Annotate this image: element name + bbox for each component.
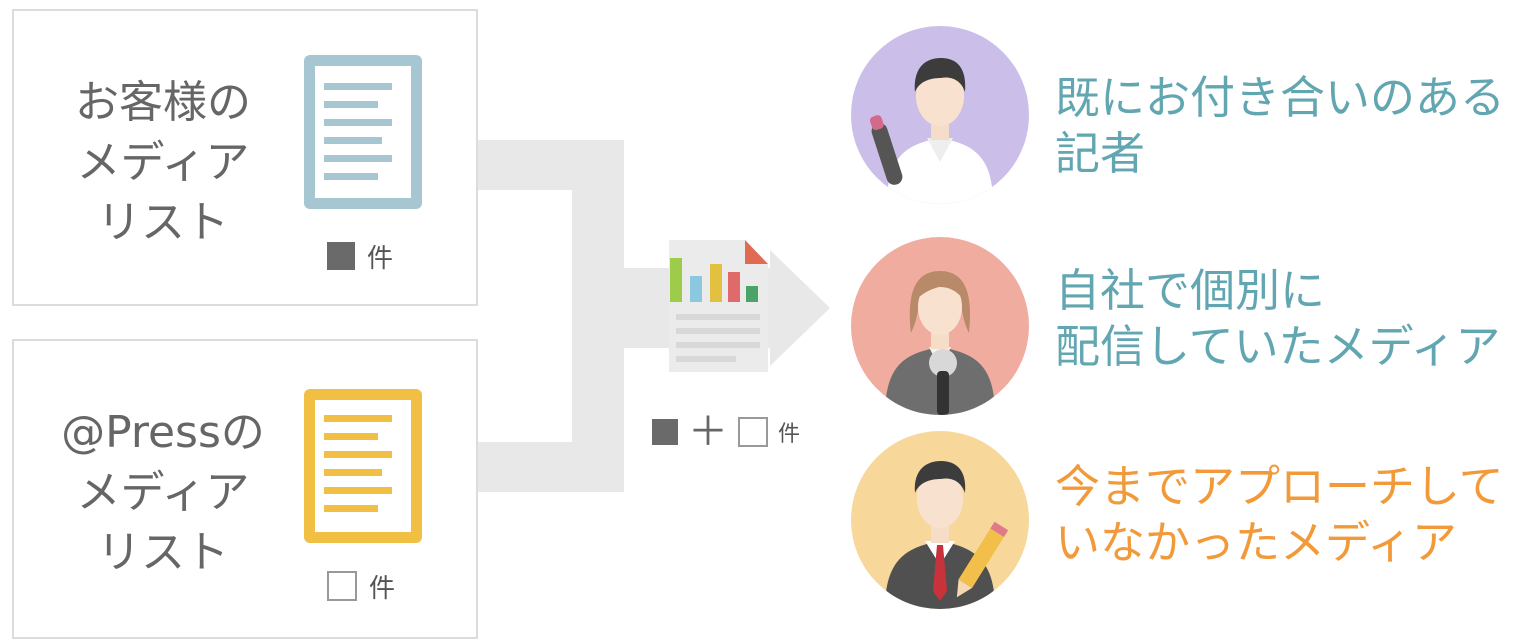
reporter-with-microphone-icon: [851, 237, 1029, 415]
press-list-label-line: リスト: [97, 527, 229, 578]
media-type-own-distribution: 自社で個別に 配信していたメディア: [1055, 263, 1501, 375]
press-count: 件: [327, 569, 396, 604]
client-list-label-line: メディア: [76, 137, 250, 188]
client-list-label-line: リスト: [97, 197, 229, 248]
client-list-label: お客様の メディア リスト: [34, 73, 292, 253]
media-type-line: 配信していたメディア: [1055, 320, 1501, 373]
media-type-existing-reporters: 既にお付き合いのある 記者: [1055, 70, 1505, 182]
client-media-list-box: お客様の メディア リスト 件: [12, 9, 478, 306]
report-document-icon: [669, 240, 768, 372]
reporter-with-pen-icon: [851, 26, 1029, 204]
count-unit: 件: [367, 243, 394, 274]
filled-square-icon: [652, 419, 678, 445]
press-list-label: @Pressの メディア リスト: [34, 403, 292, 583]
blue-document-icon: [304, 55, 422, 209]
plus-sign: ＋: [688, 409, 728, 455]
count-unit: 件: [778, 422, 801, 447]
empty-square-icon: [738, 417, 768, 447]
client-count: 件: [327, 239, 394, 274]
media-type-line: 既にお付き合いのある: [1055, 71, 1506, 124]
media-type-line: 今までアプローチして: [1055, 460, 1504, 513]
press-media-list-box: @Pressの メディア リスト 件: [12, 339, 478, 639]
yellow-document-icon: [304, 389, 422, 543]
combined-count: ＋ 件: [652, 409, 801, 455]
count-unit: 件: [369, 573, 396, 604]
media-type-line: 記者: [1055, 127, 1146, 180]
press-list-label-line: メディア: [76, 467, 250, 518]
empty-square-icon: [327, 571, 357, 601]
filled-square-icon: [327, 242, 355, 270]
media-type-new-media: 今までアプローチして いなかったメディア: [1055, 459, 1504, 571]
client-list-label-line: お客様の: [75, 77, 251, 128]
media-type-line: いなかったメディア: [1055, 516, 1457, 569]
media-type-line: 自社で個別に: [1055, 264, 1326, 317]
press-list-label-line: @Pressの: [61, 407, 265, 458]
businessman-with-pencil-icon: [851, 431, 1029, 609]
